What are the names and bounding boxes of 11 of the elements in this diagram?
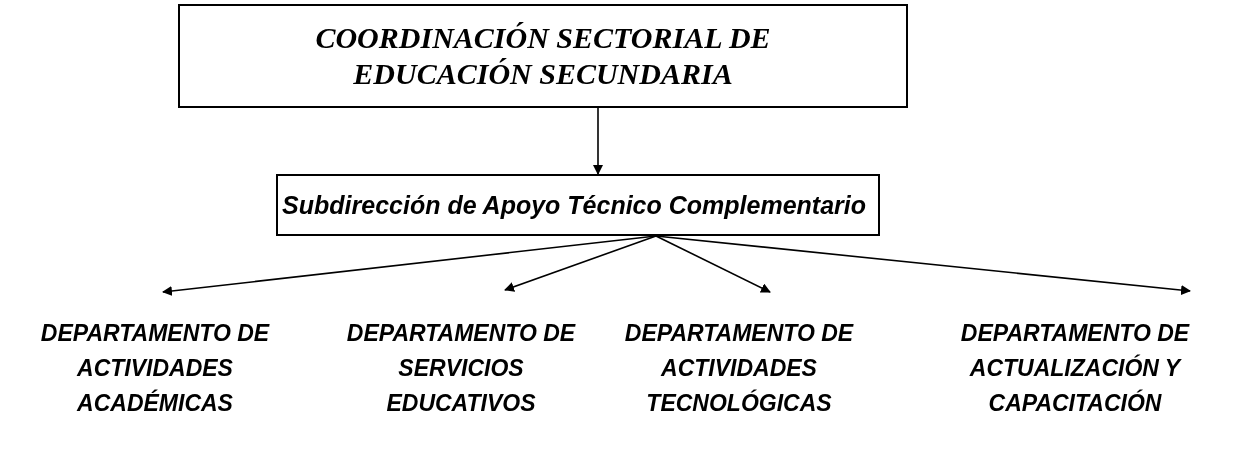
department-label: DEPARTAMENTO DE ACTIVIDADES ACADÉMICAS [39, 318, 271, 418]
department-label: DEPARTAMENTO DE SERVICIOS EDUCATIVOS [345, 318, 577, 418]
arrow [504, 235, 657, 292]
arrow [655, 235, 771, 293]
arrow [593, 107, 603, 175]
title-box [178, 4, 908, 108]
box-title: Subdirección de Apoyo Técnico Complementario [282, 190, 866, 220]
box-title: COORDINACIÓN SECTORIAL DE EDUCACIÓN SECUNDARIA [314, 20, 772, 92]
process-box [276, 174, 880, 236]
department-label: DEPARTAMENTO DE ACTUALIZACIÓN Y CAPACITACIÓN [959, 318, 1191, 418]
department-label: DEPARTAMENTO DE ACTIVIDADES TECNOLÓGICAS [623, 318, 855, 418]
